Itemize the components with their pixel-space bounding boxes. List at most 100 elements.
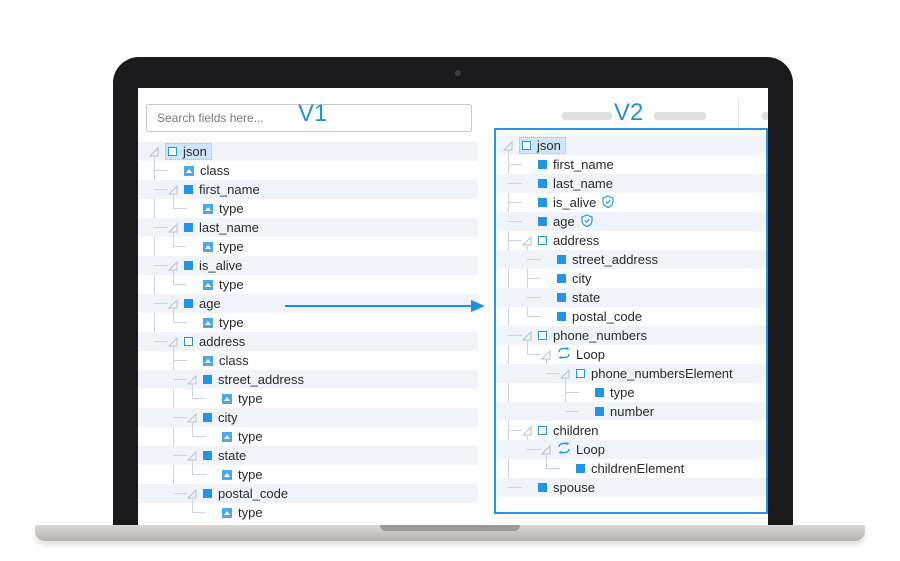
version-label-v1: V1 <box>298 100 328 127</box>
tree-node[interactable]: type <box>203 276 244 293</box>
tree-node[interactable]: class <box>184 162 230 179</box>
tree-node[interactable]: number <box>595 403 654 420</box>
collapse-toggle-icon[interactable] <box>167 259 180 272</box>
root-node-highlight[interactable]: json <box>165 143 212 160</box>
object-icon <box>184 337 193 346</box>
node-label: type <box>219 315 244 330</box>
tree-connector <box>508 221 522 222</box>
node-label: first_name <box>553 157 614 172</box>
tree-connector <box>527 341 528 354</box>
tree-connector <box>527 354 541 355</box>
tree-connector <box>192 436 206 437</box>
tree-node[interactable]: age <box>167 295 221 312</box>
field-icon <box>203 413 212 422</box>
tree-connector <box>173 379 187 380</box>
node-label: type <box>238 467 263 482</box>
tree-node[interactable]: city <box>186 409 238 426</box>
shield-icon <box>581 213 593 230</box>
tree-node[interactable]: class <box>203 352 249 369</box>
tree-node[interactable]: street_address <box>557 251 658 268</box>
tree-node[interactable]: state <box>557 289 600 306</box>
collapse-toggle-icon[interactable] <box>186 411 199 424</box>
row-stripe <box>496 326 766 345</box>
tree-connector <box>154 303 168 304</box>
collapse-toggle-icon[interactable] <box>167 335 180 348</box>
collapse-toggle-icon[interactable] <box>521 234 534 247</box>
tree-connector <box>173 271 174 284</box>
search-box[interactable] <box>146 104 472 132</box>
tree-connector <box>173 233 174 246</box>
tree-node[interactable]: street_address <box>186 371 304 388</box>
tree-connector <box>527 278 541 279</box>
tree-node[interactable]: json <box>148 143 212 160</box>
faded-toolbar-item <box>762 112 768 120</box>
tree-node[interactable]: type <box>222 504 263 521</box>
tree-node[interactable]: is_alive <box>538 194 614 211</box>
tree-connector <box>527 259 541 260</box>
tree-node[interactable]: age <box>538 213 593 230</box>
collapse-toggle-icon[interactable] <box>540 443 553 456</box>
field-icon <box>203 375 212 384</box>
tree-node[interactable]: type <box>222 466 263 483</box>
row-stripe <box>496 212 766 231</box>
tree-node[interactable]: type <box>222 428 263 445</box>
tree-node[interactable]: Loop <box>540 441 605 458</box>
collapse-toggle-icon[interactable] <box>186 449 199 462</box>
shield-icon <box>602 194 614 211</box>
tree-node[interactable]: type <box>222 390 263 407</box>
collapse-toggle-icon[interactable] <box>559 367 572 380</box>
collapse-toggle-icon[interactable] <box>521 329 534 342</box>
tree-node[interactable]: state <box>186 447 246 464</box>
tree-node[interactable]: type <box>203 314 244 331</box>
v2-highlight-frame <box>494 128 768 514</box>
tree-node[interactable]: Loop <box>540 346 605 363</box>
collapse-toggle-icon[interactable] <box>148 145 161 158</box>
attribute-icon <box>203 279 213 290</box>
collapse-toggle-icon[interactable] <box>186 487 199 500</box>
tree-node[interactable]: json <box>502 137 566 154</box>
root-node-highlight[interactable]: json <box>519 137 566 154</box>
tree-node[interactable]: childrenElement <box>576 460 684 477</box>
collapse-toggle-icon[interactable] <box>186 373 199 386</box>
collapse-toggle-icon[interactable] <box>521 424 534 437</box>
tree-node[interactable]: address <box>167 333 245 350</box>
attribute-icon <box>203 241 213 252</box>
tree-node[interactable]: spouse <box>538 479 595 496</box>
tree-node[interactable]: postal_code <box>186 485 288 502</box>
tree-node[interactable]: last_name <box>167 219 259 236</box>
tree-node[interactable]: first_name <box>538 156 614 173</box>
tree-node[interactable]: type <box>203 238 244 255</box>
laptop-notch <box>380 525 520 531</box>
tree-connector <box>546 455 547 468</box>
node-label: type <box>238 505 263 520</box>
node-label: city <box>218 410 238 425</box>
tree-node[interactable]: is_alive <box>167 257 242 274</box>
collapse-toggle-icon[interactable] <box>167 183 180 196</box>
collapse-toggle-icon[interactable] <box>167 297 180 310</box>
row-stripe <box>496 174 766 193</box>
tree-node[interactable]: type <box>203 200 244 217</box>
field-icon <box>184 223 193 232</box>
tree-connector <box>192 423 193 436</box>
faded-toolbar-item <box>654 112 706 120</box>
collapse-toggle-icon[interactable] <box>502 139 515 152</box>
tree-node[interactable]: first_name <box>167 181 260 198</box>
tree-node[interactable]: phone_numbers <box>521 327 647 344</box>
tree-node[interactable]: children <box>521 422 599 439</box>
tree-node[interactable]: phone_numbersElement <box>559 365 733 382</box>
collapse-toggle-icon[interactable] <box>167 221 180 234</box>
tree-node[interactable]: last_name <box>538 175 613 192</box>
tree-node[interactable]: type <box>595 384 635 401</box>
tree-node[interactable]: postal_code <box>557 308 642 325</box>
tree-connector <box>173 246 187 247</box>
tree-connector <box>565 379 566 411</box>
field-icon <box>557 274 566 283</box>
tree-connector <box>527 449 541 450</box>
node-label: postal_code <box>572 309 643 324</box>
search-input[interactable] <box>147 105 297 131</box>
tree-node[interactable]: city <box>557 270 592 287</box>
collapse-toggle-icon[interactable] <box>540 348 553 361</box>
tree-node[interactable]: address <box>521 232 599 249</box>
node-label: last_name <box>199 220 259 235</box>
node-label: type <box>219 201 244 216</box>
